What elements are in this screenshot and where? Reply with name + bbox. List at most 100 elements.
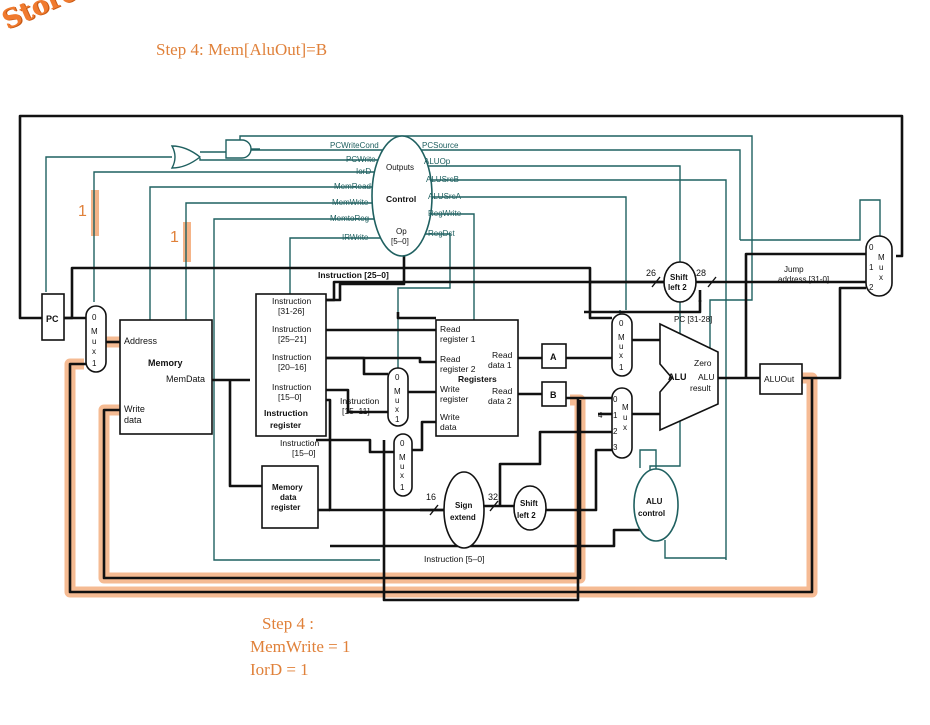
ir-field-bits: [20–16] [278,362,306,372]
register-a [541,343,567,369]
pc-label: PC [46,314,59,324]
and-gate-icon [225,139,252,159]
alu-label: ALU [668,372,687,382]
mux-label: 0 [619,319,624,328]
wire-label-instr-15-0: Instruction [280,438,319,448]
sign-extend-label: extend [450,513,476,522]
mux-label: M [878,253,885,262]
reg-b-label: B [550,390,557,400]
step-note: Step 4 : MemWrite = 1 IorD = 1 [250,612,351,681]
ir-field-bits: [31-26] [278,306,304,316]
mdr-label: register [271,503,300,512]
reg-a-label: A [550,352,557,362]
note-line: IorD = 1 [250,660,309,679]
ir-field-bits: [25–21] [278,334,306,344]
mux-label: M [394,387,401,396]
mux-label: x [395,405,399,414]
wire-label-instr-25-0: Instruction [25–0] [318,270,389,280]
wire-label-instr-15-0: [15–0] [292,448,316,458]
mux-label: u [623,413,627,422]
control-signal-regdst: RegDst [428,229,455,238]
ir-title: Instruction [264,408,308,418]
wire-label-instr-15-11: Instruction [340,396,379,406]
control-signal-pcsource: PCSource [422,141,459,150]
control-signal-aluop: ALUOp [424,157,451,166]
memwrite-marker-value: 1 [170,229,179,246]
mux-label: M [91,327,98,336]
ir-field-label: Instruction [272,352,311,362]
mux-label: 0 [92,313,97,322]
mux-label: 1 [869,263,874,272]
reg-write-data: data [440,422,457,432]
sign-extend-unit [443,471,485,549]
wire-label-bits-16: 16 [426,492,436,502]
alusrcb-mux [611,387,633,459]
mux-label: 0 [613,395,618,404]
mux-label: 3 [613,443,618,452]
constant-4-label: 4 [598,411,603,420]
wire-label-jump: address [31-0] [778,275,829,284]
wire-label-jump: Jump [784,265,804,274]
reg-read-reg2: register 2 [440,364,476,374]
or-gate-icon [170,145,202,169]
shift-bottom-label: Shift [520,499,538,508]
reg-read-data1: Read [492,350,513,360]
memory-title: Memory [148,358,183,368]
mux-label: u [395,396,399,405]
control-signal-iord: IorD [356,167,371,176]
reg-write-reg: register [440,394,469,404]
memory-data-label: data [124,415,142,425]
mux-label: u [92,337,96,346]
wire-label-bits-28: 28 [696,268,706,278]
iord-marker-value: 1 [78,203,87,220]
control-title: Control [386,194,416,204]
control-unit [371,135,433,257]
memory-unit [119,319,213,435]
ir-field-label: Instruction [272,324,311,334]
control-signal-memwrite: MemWrite [332,198,369,207]
control-op-label: Op [396,227,407,236]
mdr-label: Memory [272,483,303,492]
mux-label: M [618,333,625,342]
alu-result-label: result [690,383,711,393]
aluout-label: ALUOut [764,374,795,384]
reg-read-data2: data 2 [488,396,512,406]
alu-zero-label: Zero [694,358,712,368]
control-op-bits: [5–0] [391,237,409,246]
mux-label: x [92,347,96,356]
wire-label-instr-15-11: [15–11] [342,406,370,416]
bus-width-ticks [429,276,717,516]
alu-control-label: control [638,509,665,518]
instruction-register [255,293,327,437]
reg-write-reg: Write [440,384,460,394]
reg-read-data2: Read [492,386,513,396]
alu-unit [659,322,719,432]
registers-title: Registers [458,374,497,384]
mdr-label: data [280,493,297,502]
wire-label-bits-26: 26 [646,268,656,278]
note-line: Step 4 : [262,614,314,633]
wire-label-bits-32: 32 [488,492,498,502]
mux-label: 0 [395,373,400,382]
aluout-register [759,363,803,395]
mux-label: 2 [613,427,618,436]
mux-label: 0 [400,439,405,448]
shift-top-label: Shift [670,273,688,282]
alu-control-label: ALU [646,497,663,506]
shift-bottom-label: left 2 [517,511,536,520]
ir-field-label: Instruction [272,382,311,392]
memtoreg-mux [393,433,413,497]
mux-label: 0 [869,243,874,252]
mux-label: x [400,471,404,480]
mux-label: x [879,273,883,282]
reg-write-data: Write [440,412,460,422]
mux-label: u [400,462,404,471]
mux-label: M [622,403,629,412]
reg-read-reg1: Read [440,324,461,334]
control-signal-regwrite: RegWrite [428,209,462,218]
mux-label: 1 [395,415,400,424]
mux-label: M [399,453,406,462]
control-signal-pcwritecond: PCWriteCond [330,141,379,150]
